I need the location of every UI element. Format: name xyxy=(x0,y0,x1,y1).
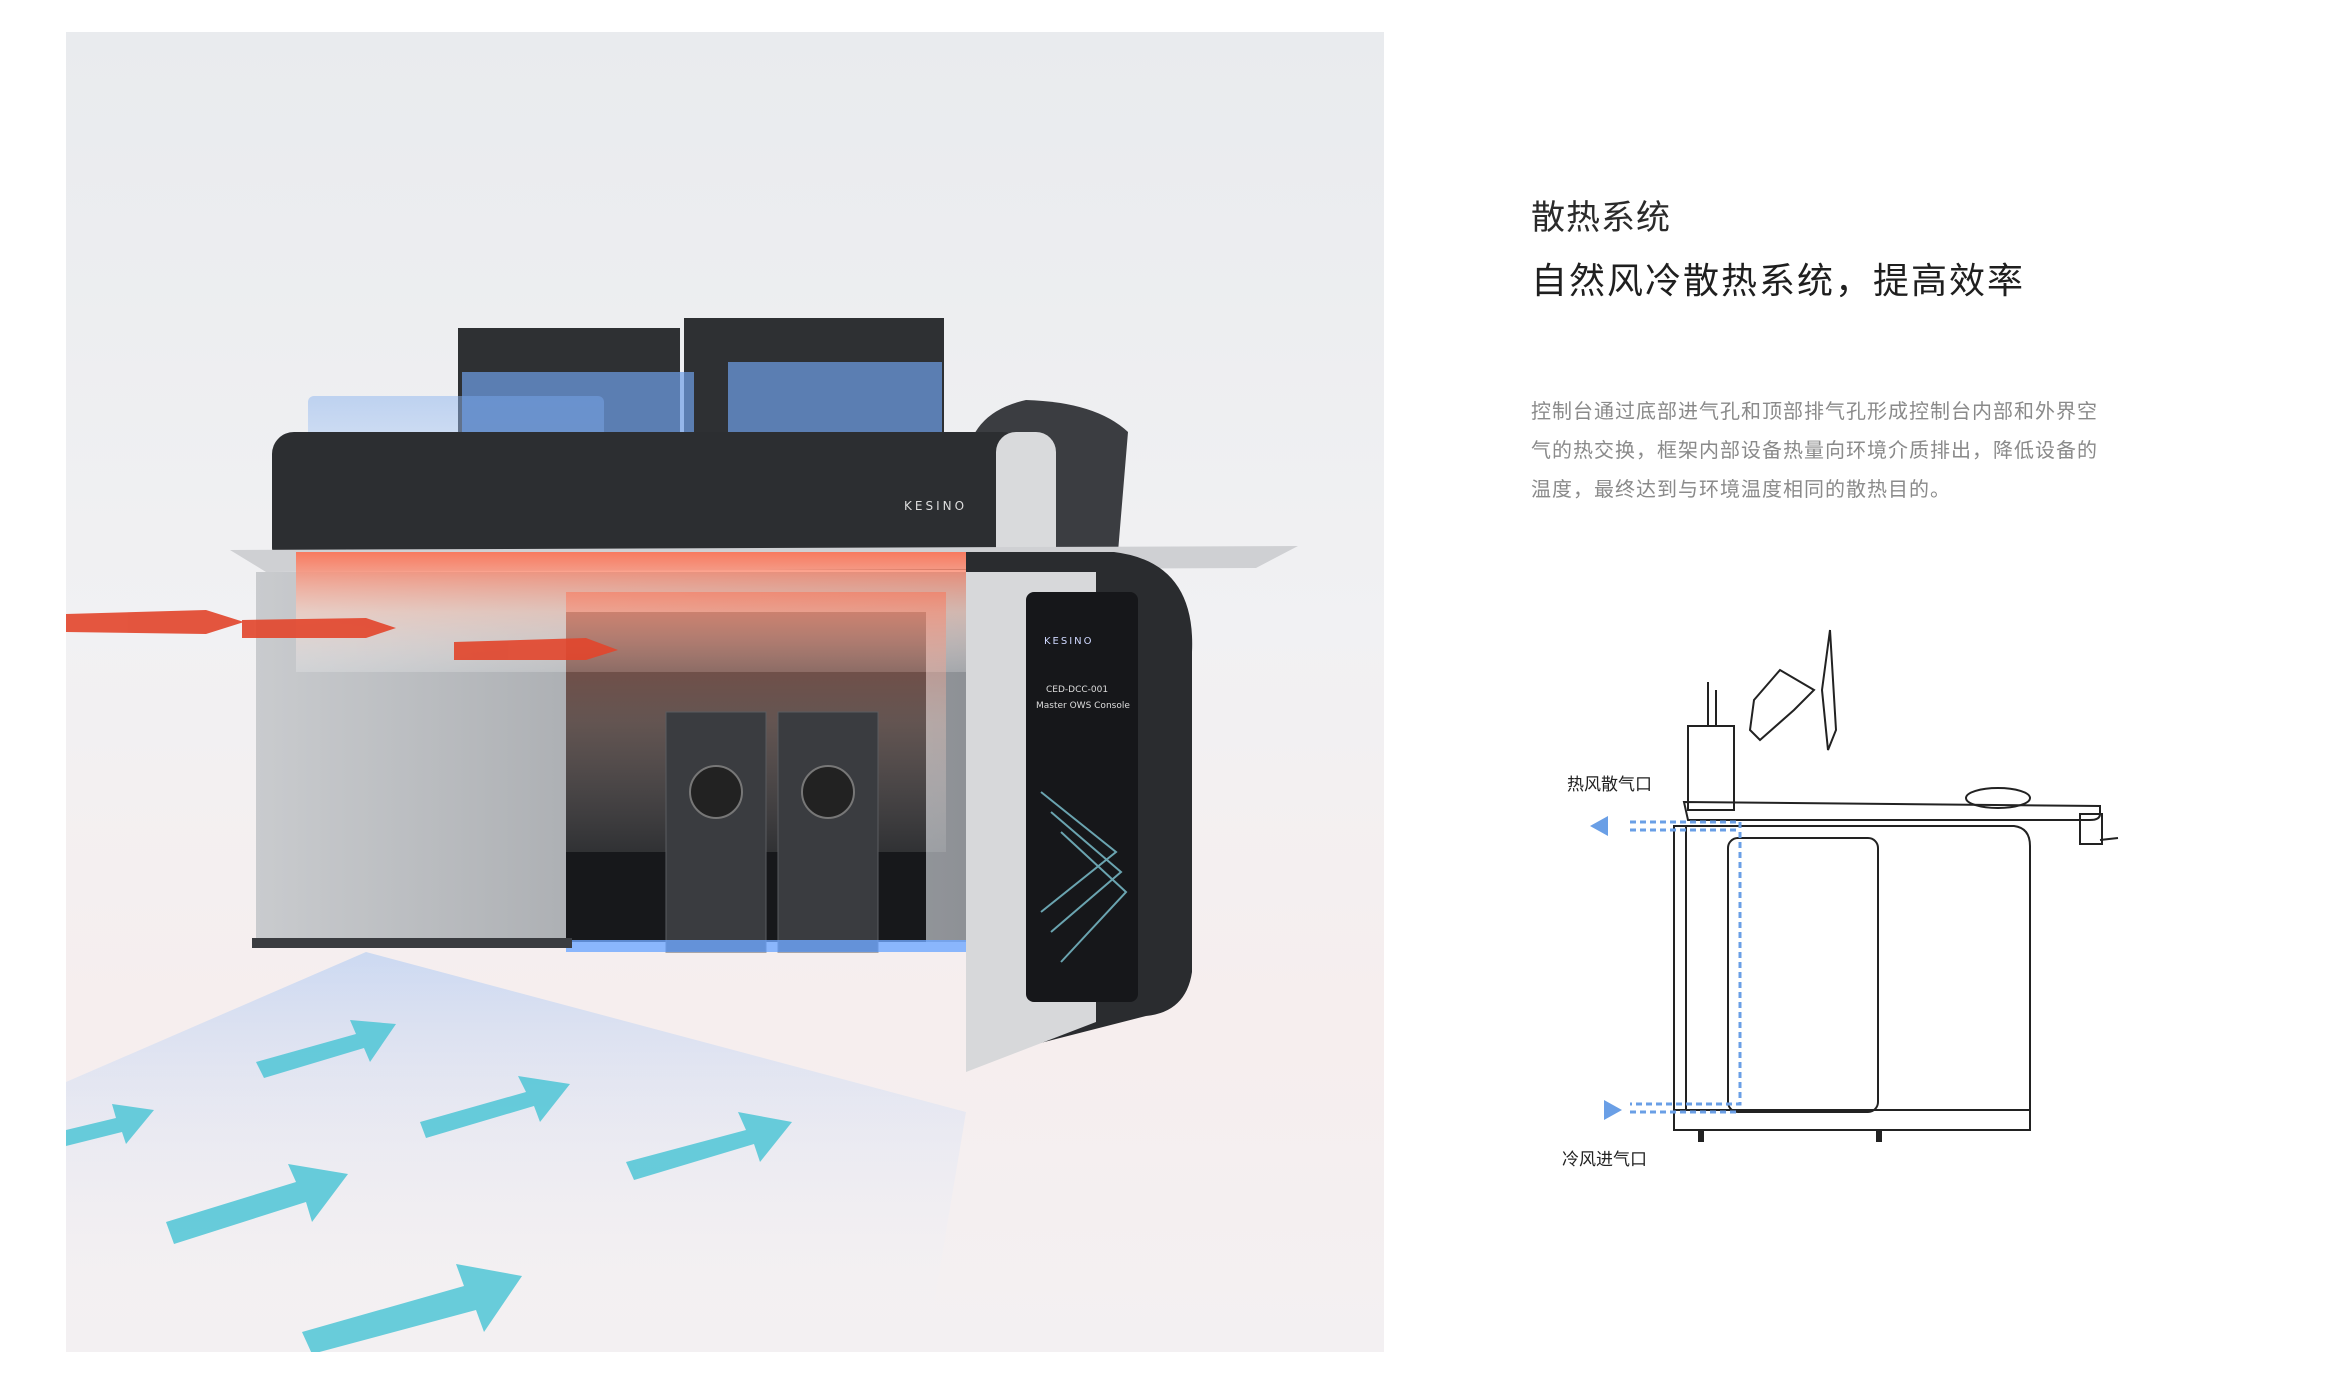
hero-illustration: KESINO KESINO CED-DCC-001 Master OWS Con… xyxy=(66,32,1384,1352)
section-subtitle: 散热系统 xyxy=(1531,198,1671,238)
side-panel-line2: Master OWS Console xyxy=(1036,701,1130,711)
console-render: KESINO KESINO CED-DCC-001 Master OWS Con… xyxy=(66,318,1298,1352)
brand-side: KESINO xyxy=(1044,636,1094,647)
section-description: 控制台通过底部进气孔和顶部排气孔形成控制台内部和外界空气的热交换，框架内部设备热… xyxy=(1531,399,2098,501)
brand-top: KESINO xyxy=(904,499,967,513)
cool-intake-arrows xyxy=(66,1020,792,1352)
cold-air-inlet-label: 冷风进气口 xyxy=(1562,1150,1647,1170)
side-panel-line1: CED-DCC-001 xyxy=(1046,685,1108,695)
airflow-diagram xyxy=(1590,629,2119,1142)
hot-exhaust-arrows xyxy=(66,610,618,660)
section-title: 自然风冷散热系统，提高效率 xyxy=(1531,261,2026,302)
hot-air-outlet-label: 热风散气口 xyxy=(1567,775,1652,795)
